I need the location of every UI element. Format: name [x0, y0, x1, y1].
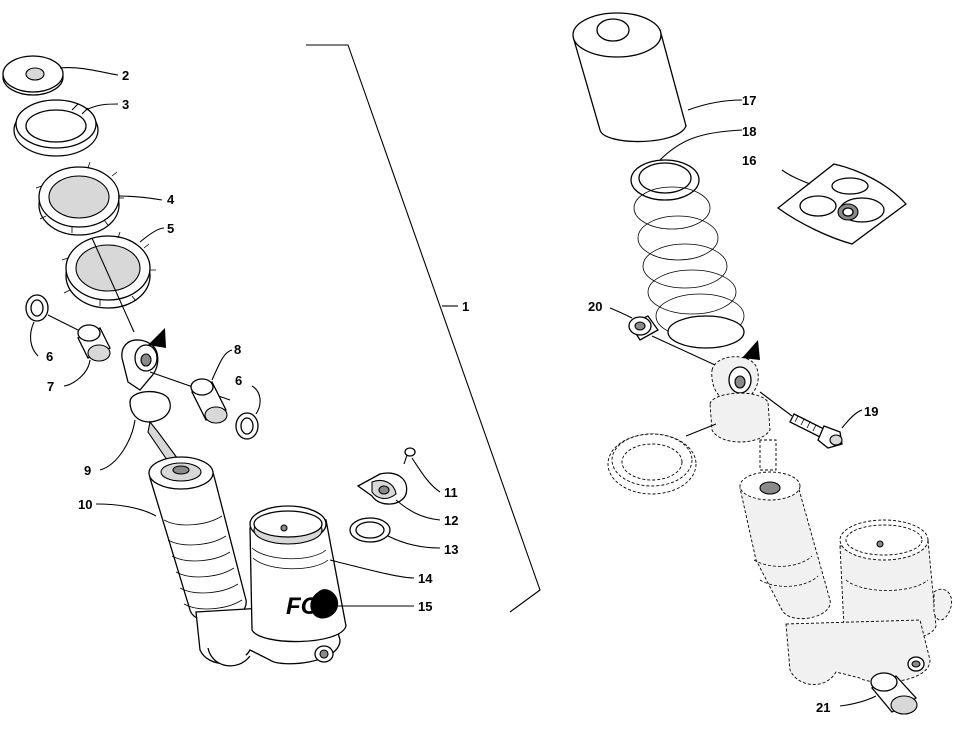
part-6-o-ring-right	[235, 412, 259, 440]
part-2-washer	[2, 55, 64, 96]
part-4-slotted-nut	[35, 161, 124, 236]
callout-5: 5	[167, 221, 174, 236]
callout-8: 8	[234, 342, 241, 357]
callout-6-right: 6	[235, 373, 242, 388]
part-10-shock-body	[148, 456, 341, 667]
callout-13: 13	[444, 542, 458, 557]
part-17-spring-boot	[572, 12, 687, 143]
part-19-bolt	[789, 413, 843, 449]
orientation-arrow-left	[148, 328, 166, 348]
part-14-reservoir	[249, 505, 347, 643]
callout-7: 7	[47, 379, 54, 394]
callout-1: 1	[462, 299, 469, 314]
callout-9: 9	[84, 463, 91, 478]
part-16-decal	[776, 163, 907, 245]
part-18-coil-spring	[630, 159, 745, 349]
callout-4: 4	[167, 192, 175, 207]
ghost-split-ring	[607, 433, 697, 495]
callout-10: 10	[78, 497, 92, 512]
part-21-bushing	[870, 672, 918, 715]
ghost-shock-body	[739, 439, 952, 685]
part-11-screw	[403, 447, 416, 465]
part-15-fox-logo: FOX	[286, 589, 339, 620]
callout-15: 15	[418, 599, 432, 614]
callout-19: 19	[864, 404, 878, 419]
part-3-split-ring	[13, 99, 99, 157]
part-12-adjuster-knob	[356, 472, 408, 505]
part-6-o-ring-left	[25, 294, 49, 322]
part-5-slotted-nut	[61, 231, 156, 309]
callout-21: 21	[816, 700, 830, 715]
fox-head-icon	[310, 589, 339, 619]
orientation-arrow-right	[742, 340, 760, 360]
callout-16: 16	[742, 153, 756, 168]
part-7-bushing	[77, 324, 111, 362]
callout-2: 2	[122, 68, 129, 83]
lower-eye-mount	[709, 356, 771, 443]
callout-3: 3	[122, 97, 129, 112]
callout-14: 14	[418, 571, 433, 586]
callout-6-left: 6	[46, 349, 53, 364]
callout-17: 17	[742, 93, 756, 108]
part-8-bushing	[190, 378, 228, 424]
assembly-bracket	[306, 44, 541, 613]
part-20-nut	[628, 315, 659, 341]
part-13-o-ring	[349, 517, 391, 543]
callout-12: 12	[444, 513, 458, 528]
callout-11: 11	[444, 485, 458, 500]
callout-18: 18	[742, 124, 756, 139]
callout-20: 20	[588, 299, 602, 314]
part-9-top-eye-mount	[121, 339, 187, 477]
